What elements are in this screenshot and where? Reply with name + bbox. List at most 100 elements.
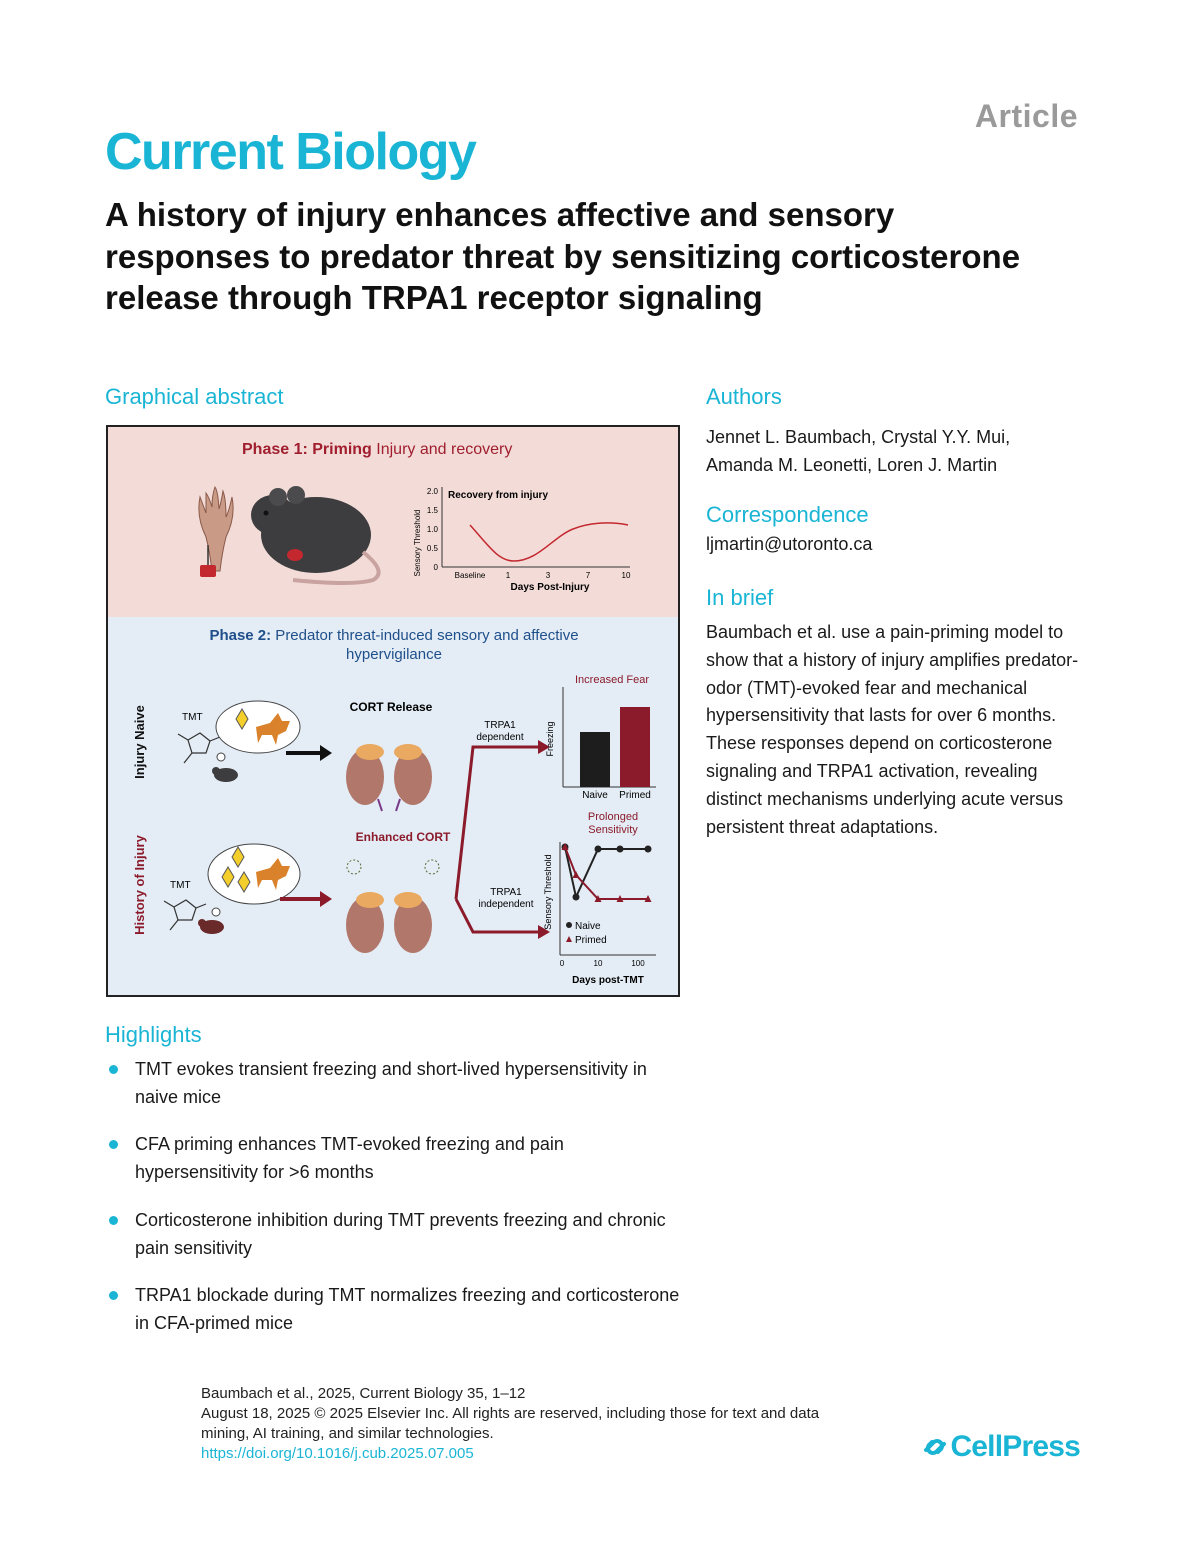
fox-thought-bubble-icon <box>215 700 301 762</box>
recovery-x-tick: 3 <box>546 571 551 580</box>
naive-point <box>616 845 624 853</box>
primed-point <box>561 843 569 850</box>
trpa1-independent-label-2: independent <box>478 899 533 910</box>
branch-arrows <box>454 745 538 934</box>
naive-mouse-icon <box>212 767 238 782</box>
freezing-bar <box>580 732 610 787</box>
sensitivity-x-tick: 10 <box>594 959 603 968</box>
highlights-heading: Highlights <box>105 1022 202 1047</box>
recovery-x-tick: 1 <box>506 571 511 580</box>
author-line-2: Amanda M. Leonetti, Loren J. Martin <box>706 455 998 475</box>
freezing-bar-chart <box>562 687 656 788</box>
fox-thought-bubble-icon-row2 <box>207 843 301 917</box>
naive-point <box>572 893 580 901</box>
phase2-title-line1: Phase 2: Predator threat-induced sensory… <box>209 627 578 644</box>
phase2-title-line2: hypervigilance <box>346 646 442 663</box>
naive-point <box>644 845 652 853</box>
legend-naive-label: Naive <box>575 921 601 932</box>
legend-primed-marker <box>566 936 572 942</box>
phase1-title: Phase 1: Priming Injury and recovery <box>242 441 512 458</box>
arrow-row2 <box>280 891 332 907</box>
journal-name: Current Biology <box>105 123 477 181</box>
recovery-y-tick: 2.0 <box>427 487 439 496</box>
cellpress-logo: CellPress <box>920 1430 1081 1464</box>
sensitivity-line-chart: 0 10 100 <box>559 842 656 968</box>
row-label-history-of-injury: History of Injury <box>132 834 147 934</box>
bullet-icon <box>109 1065 118 1074</box>
graphical-abstract-figure: Phase 1: Priming Injury and recovery Rec… <box>106 425 680 997</box>
arrow-head-dependent <box>538 740 550 754</box>
recovery-x-tick: 7 <box>586 571 591 580</box>
author-list: Jennet L. Baumbach, Crystal Y.Y. Mui, Am… <box>706 423 1106 479</box>
bullet-icon <box>109 1140 118 1149</box>
cellpress-icon <box>924 1439 947 1455</box>
adrenal-kidneys-icon-row1 <box>346 744 432 812</box>
primed-point <box>616 895 624 902</box>
copyright-line: August 18, 2025 © 2025 Elsevier Inc. All… <box>201 1405 820 1442</box>
injured-paw-icon <box>198 485 234 577</box>
publisher-name: CellPress <box>950 1430 1080 1463</box>
correspondence-email[interactable]: ljmartin@utoronto.ca <box>706 534 873 554</box>
in-brief-text: Baumbach et al. use a pain-priming model… <box>706 622 1079 837</box>
recovery-y-tick: 0.5 <box>427 544 439 553</box>
primed-point <box>644 895 652 902</box>
naive-point <box>594 845 602 853</box>
legend-naive-marker <box>566 922 572 928</box>
trpa1-dependent-label-2: dependent <box>476 732 523 743</box>
authors-heading: Authors <box>706 384 782 409</box>
recovery-x-label: Days Post-Injury <box>511 582 590 593</box>
tmt-label-row1: TMT <box>182 712 203 723</box>
recovery-chart-title: Recovery from injury <box>448 490 548 501</box>
highlight-item: Corticosterone inhibition during TMT pre… <box>105 1206 685 1262</box>
tmt-label-row2: TMT <box>170 880 191 891</box>
tmt-molecule-icon-row2 <box>163 899 207 931</box>
highlight-item: TRPA1 blockade during TMT normalizes fre… <box>105 1281 685 1337</box>
sensitivity-x-tick: 100 <box>631 959 645 968</box>
highlight-item: TMT evokes transient freezing and short-… <box>105 1055 685 1111</box>
primed-point <box>572 871 580 878</box>
recovery-y-label: Sensory Threshold <box>413 510 422 577</box>
sensitivity-x-label: Days post-TMT <box>572 975 644 986</box>
recovery-curve <box>469 522 629 562</box>
citation-line: Baumbach et al., 2025, Current Biology 3… <box>201 1385 526 1402</box>
prolonged-label-2: Sensitivity <box>588 824 638 836</box>
trpa1-independent-label-1: TRPA1 <box>490 887 522 898</box>
bullet-icon <box>109 1291 118 1300</box>
trpa1-dependent-label-1: TRPA1 <box>484 720 516 731</box>
paper-title: A history of injury enhances affective a… <box>105 196 1021 316</box>
increased-fear-label: Increased Fear <box>575 674 649 686</box>
sensitivity-x-tick: 0 <box>560 959 565 968</box>
recovery-x-tick: Baseline <box>455 571 486 580</box>
highlight-item: CFA priming enhances TMT-evoked freezing… <box>105 1130 685 1186</box>
prolonged-label-1: Prolonged <box>588 811 638 823</box>
adrenal-kidneys-icon-row2 <box>346 859 440 953</box>
freezing-bar <box>620 707 650 787</box>
freezing-y-label: Freezing <box>545 721 555 756</box>
correspondence-heading: Correspondence <box>706 502 869 527</box>
bar-label-naive: Naive <box>582 790 608 801</box>
recovery-y-tick: 1.5 <box>427 506 439 515</box>
recovery-x-tick: 10 <box>622 571 631 580</box>
primed-mouse-icon <box>198 919 224 934</box>
arrow-head-independent <box>538 925 550 939</box>
phase2-panel <box>108 617 678 995</box>
row-label-injury-naive: Injury Naive <box>132 705 147 779</box>
legend-primed-label: Primed <box>575 935 607 946</box>
citation-block: Baumbach et al., 2025, Current Biology 3… <box>201 1384 821 1464</box>
recovery-y-tick: 0 <box>434 563 439 572</box>
in-brief-heading: In brief <box>706 585 774 610</box>
primed-point <box>594 895 602 902</box>
tmt-molecule-icon <box>177 732 221 764</box>
recovery-y-tick: 1.0 <box>427 525 439 534</box>
graphical-abstract-heading: Graphical abstract <box>105 384 284 409</box>
article-type-label: Article <box>974 98 1078 134</box>
doi-link[interactable]: https://doi.org/10.1016/j.cub.2025.07.00… <box>201 1445 474 1462</box>
bar-label-primed: Primed <box>619 790 651 801</box>
mouse-licking-paw-icon <box>251 486 381 585</box>
author-line-1: Jennet L. Baumbach, Crystal Y.Y. Mui, <box>706 427 1011 447</box>
bullet-icon <box>109 1216 118 1225</box>
cort-release-label: CORT Release <box>350 700 433 714</box>
sensitivity-y-label: Sensory Threshold <box>543 854 553 929</box>
arrow-row1 <box>286 745 332 761</box>
enhanced-cort-label: Enhanced CORT <box>356 830 451 844</box>
